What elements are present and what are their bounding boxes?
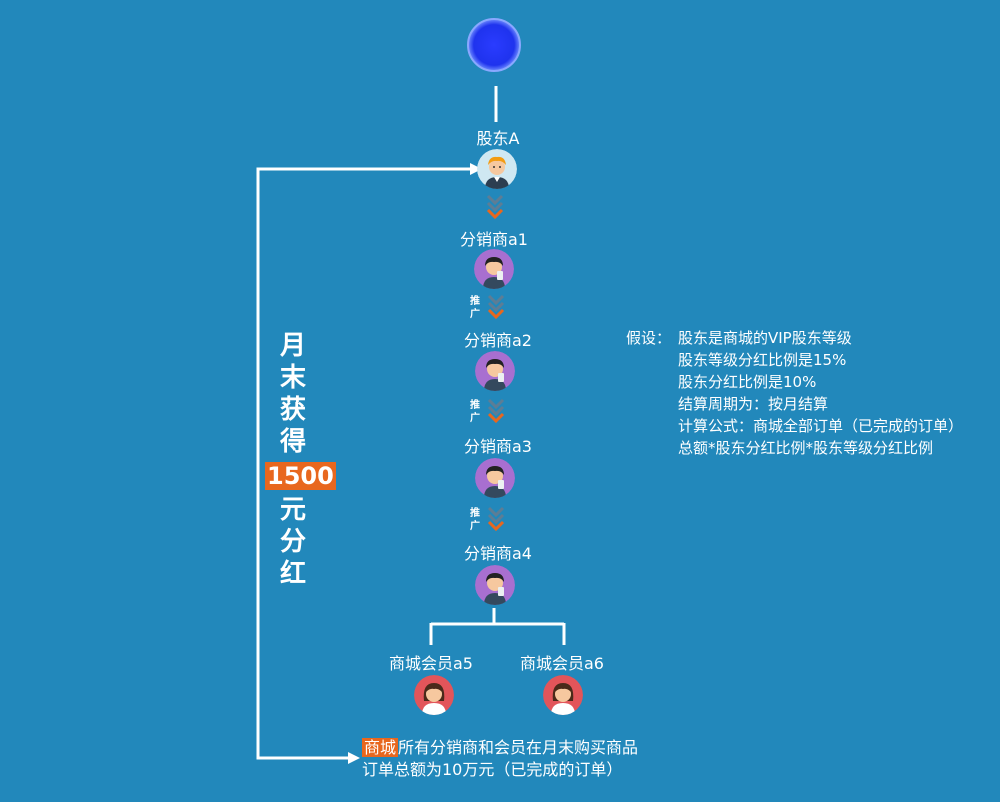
distributor-a3-avatar bbox=[475, 458, 515, 502]
shareholder-avatar-icon bbox=[477, 149, 517, 189]
distributor-a4-label: 分销商a4 bbox=[464, 544, 532, 563]
distributor-a4-avatar bbox=[475, 565, 515, 609]
bottom-note-line1: 商城所有分销商和会员在月末购买商品 bbox=[362, 737, 638, 759]
dividend-amount-badge: 1500 bbox=[265, 462, 336, 490]
side-char: 分 bbox=[279, 527, 306, 557]
distributor-avatar-icon bbox=[475, 565, 515, 605]
promo-label-2a: 推 bbox=[470, 400, 480, 411]
side-char: 获 bbox=[279, 395, 306, 425]
promo-label-3b: 广 bbox=[470, 521, 480, 532]
loop-arrowhead-top bbox=[470, 163, 482, 175]
promo-label-3a: 推 bbox=[470, 508, 480, 519]
assumption-lead: 假设： bbox=[626, 329, 672, 347]
shareholder-avatar bbox=[477, 149, 517, 193]
member-a5-label: 商城会员a5 bbox=[389, 654, 473, 673]
side-char: 元 bbox=[279, 495, 306, 525]
member-a5-avatar bbox=[414, 675, 454, 719]
distributor-a1-label: 分销商a1 bbox=[460, 230, 528, 249]
distributor-avatar-icon bbox=[475, 458, 515, 498]
member-a6-avatar bbox=[543, 675, 583, 719]
dividend-side-text: 月 末 获 得 1500 元 分 红 bbox=[265, 330, 336, 590]
member-a6-label: 商城会员a6 bbox=[520, 654, 604, 673]
distributor-a1-avatar bbox=[474, 249, 514, 293]
chevron-down-icon bbox=[487, 294, 505, 320]
side-char: 得 bbox=[279, 427, 306, 457]
assumption-line: 股东分红比例是10% bbox=[678, 373, 817, 391]
dividend-loop-arrow bbox=[256, 167, 476, 760]
side-char: 月 bbox=[279, 331, 306, 361]
dividend-amount-badge-wrap: 1500 bbox=[265, 460, 336, 492]
distributor-avatar-icon bbox=[475, 351, 515, 391]
bottom-note: 商城所有分销商和会员在月末购买商品 订单总额为10万元（已完成的订单） bbox=[362, 737, 638, 781]
bottom-note-line2: 订单总额为10万元（已完成的订单） bbox=[362, 760, 623, 779]
mall-highlight: 商城 bbox=[362, 738, 399, 757]
member-avatar-icon bbox=[414, 675, 454, 715]
assumption-list: 股东是商城的VIP股东等级 股东等级分红比例是15% 股东分红比例是10% 结算… bbox=[678, 327, 963, 459]
assumption-line: 计算公式：商城全部订单（已完成的订单） bbox=[678, 417, 964, 435]
distributor-a2-label: 分销商a2 bbox=[464, 331, 532, 350]
side-char: 末 bbox=[279, 363, 306, 393]
bottom-note-line1-text: 所有分销商和会员在月末购买商品 bbox=[398, 738, 639, 757]
chevron-down-icon bbox=[486, 194, 504, 220]
distributor-a3-label: 分销商a3 bbox=[464, 437, 532, 456]
promo-label-1b: 广 bbox=[470, 309, 480, 320]
promo-label-2b: 广 bbox=[470, 413, 480, 424]
member-avatar-icon bbox=[543, 675, 583, 715]
distributor-avatar-icon bbox=[474, 249, 514, 289]
chevron-down-icon bbox=[487, 506, 505, 532]
assumption-line: 结算周期为：按月结算 bbox=[678, 395, 829, 413]
distributor-a2-avatar bbox=[475, 351, 515, 395]
assumption-line: 总额*股东分红比例*股东等级分红比例 bbox=[678, 439, 934, 457]
promo-label-1a: 推 bbox=[470, 296, 480, 307]
side-char: 红 bbox=[279, 559, 306, 589]
root-node-circle bbox=[467, 18, 521, 72]
assumption-line: 股东是商城的VIP股东等级 bbox=[678, 329, 852, 347]
assumption-line: 股东等级分红比例是15% bbox=[678, 351, 847, 369]
shareholder-label: 股东A bbox=[476, 129, 520, 148]
loop-arrowhead-bottom bbox=[348, 752, 360, 764]
chevron-down-icon bbox=[487, 398, 505, 424]
member-branch-connector bbox=[429, 608, 566, 645]
